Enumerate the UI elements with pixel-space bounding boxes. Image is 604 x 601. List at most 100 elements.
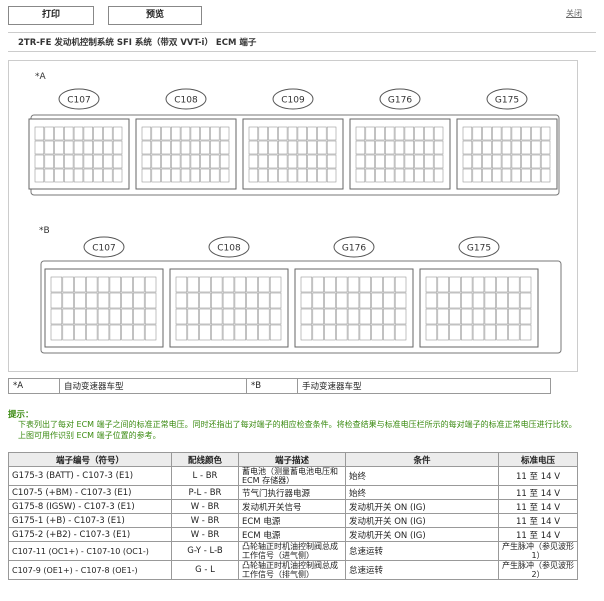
terminal-pin bbox=[424, 140, 434, 155]
terminal-pin bbox=[472, 308, 485, 325]
terminal-pin bbox=[73, 154, 84, 169]
terminal-pin bbox=[394, 276, 407, 293]
terminal-pin bbox=[297, 168, 307, 183]
terminal-pin bbox=[86, 308, 98, 325]
terminal-pin bbox=[211, 308, 223, 325]
cell-voltage: 11 至 14 V bbox=[498, 466, 578, 486]
connector-id-oval bbox=[272, 88, 314, 110]
terminal-pin bbox=[484, 276, 496, 293]
terminal-pin bbox=[83, 168, 93, 183]
terminal-pin bbox=[336, 276, 348, 293]
terminal-pin bbox=[151, 168, 161, 183]
connector-id-label: G175 bbox=[467, 244, 491, 254]
terminal-pin bbox=[210, 126, 220, 141]
table-row: C107-11 (OC1+) - C107-10 (OC1-) G-Y - L-… bbox=[8, 541, 578, 561]
terminal-pin bbox=[519, 324, 532, 341]
terminal-pin bbox=[433, 126, 444, 141]
terminal-pin bbox=[34, 126, 45, 141]
legend-value: 自动变速器车型 bbox=[59, 378, 247, 394]
terminal-pin bbox=[433, 154, 444, 169]
terminal-pin bbox=[501, 168, 512, 183]
terminal-pin bbox=[73, 140, 84, 155]
terminal-table: 端子编号（符号） 配线颜色 端子描述 条件 标准电压 G175-3 (BATT)… bbox=[8, 452, 578, 580]
terminal-pin bbox=[248, 168, 259, 183]
close-link[interactable]: 关闭 bbox=[566, 9, 582, 18]
terminal-pin bbox=[190, 168, 200, 183]
terminal-pin bbox=[161, 168, 171, 183]
terminal-pin bbox=[300, 308, 313, 325]
terminal-pin bbox=[531, 168, 541, 183]
terminal-pin bbox=[472, 324, 485, 341]
terminal-pin bbox=[161, 140, 171, 155]
terminal-pin bbox=[371, 276, 383, 293]
connector-id-oval bbox=[208, 236, 250, 258]
section-b-label: *B bbox=[39, 226, 50, 236]
terminal-pin bbox=[531, 126, 541, 141]
terminal-pin bbox=[312, 324, 324, 341]
terminal-pin bbox=[482, 140, 492, 155]
terminal-pin bbox=[336, 292, 348, 309]
connector-id-label: G175 bbox=[495, 96, 519, 106]
terminal-pin bbox=[222, 324, 235, 341]
table-row: G175-8 (IGSW) - C107-3 (E1) W - BR 发动机开关… bbox=[8, 499, 578, 514]
terminal-pin bbox=[359, 292, 371, 309]
cell-terminal: C107-9 (OE1+) - C107-8 (OE1-) bbox=[8, 560, 172, 580]
print-button[interactable]: 打印 bbox=[8, 6, 94, 25]
terminal-pin bbox=[385, 126, 395, 141]
terminal-pin bbox=[472, 154, 482, 169]
terminal-pin bbox=[531, 154, 541, 169]
terminal-pin bbox=[97, 276, 110, 293]
terminal-pin bbox=[103, 140, 113, 155]
cell-desc: ECM 电源 bbox=[238, 527, 346, 542]
cell-condition: 始终 bbox=[345, 466, 499, 486]
terminal-pin bbox=[355, 126, 366, 141]
terminal-pin bbox=[187, 276, 199, 293]
terminal-pin bbox=[133, 324, 145, 341]
terminal-pin bbox=[359, 276, 371, 293]
terminal-pin bbox=[521, 168, 531, 183]
terminal-pin bbox=[540, 168, 551, 183]
terminal-pin bbox=[211, 324, 223, 341]
preview-button[interactable]: 预览 bbox=[108, 6, 202, 25]
terminal-pin bbox=[219, 126, 230, 141]
terminal-pin bbox=[508, 308, 520, 325]
terminal-pin bbox=[414, 154, 424, 169]
terminal-pin bbox=[73, 126, 84, 141]
terminal-pin bbox=[54, 154, 64, 169]
page-title: 2TR-FE 发动机控制系统 SFI 系统（带双 VVT-i） ECM 端子 bbox=[8, 32, 596, 52]
terminal-pin bbox=[34, 154, 45, 169]
terminal-pin bbox=[74, 324, 86, 341]
terminal-pin bbox=[449, 308, 461, 325]
terminal-pin bbox=[97, 292, 110, 309]
terminal-pin bbox=[365, 140, 375, 155]
terminal-pin bbox=[482, 168, 492, 183]
terminal-pin bbox=[394, 292, 407, 309]
terminal-pin bbox=[414, 168, 424, 183]
terminal-pin bbox=[97, 324, 110, 341]
terminal-pin bbox=[246, 292, 258, 309]
legend-value: 手动变速器车型 bbox=[297, 378, 551, 394]
terminal-pin bbox=[171, 126, 181, 141]
terminal-pin bbox=[317, 140, 327, 155]
terminal-pin bbox=[258, 308, 270, 325]
terminal-pin bbox=[424, 126, 434, 141]
connector-housing bbox=[40, 260, 562, 354]
connector-id-label: G176 bbox=[342, 244, 366, 254]
terminal-pin bbox=[508, 292, 520, 309]
cell-desc: 节气门执行器电源 bbox=[238, 485, 346, 500]
terminal-pin bbox=[133, 292, 145, 309]
terminal-pin bbox=[219, 154, 230, 169]
table-row: G175-1 (+B) - C107-3 (E1) W - BR ECM 电源 … bbox=[8, 513, 578, 528]
terminal-pin bbox=[86, 324, 98, 341]
terminal-pin bbox=[187, 324, 199, 341]
col-voltage: 标准电压 bbox=[498, 452, 578, 467]
variant-legend: *A 自动变速器车型 *B 手动变速器车型 bbox=[8, 378, 551, 394]
terminal-pin bbox=[93, 168, 103, 183]
terminal-pin bbox=[519, 308, 532, 325]
terminal-pin bbox=[482, 126, 492, 141]
terminal-pin bbox=[425, 276, 438, 293]
terminal-pin bbox=[449, 276, 461, 293]
cell-wire: G - L bbox=[171, 560, 239, 580]
terminal-pin bbox=[121, 324, 133, 341]
